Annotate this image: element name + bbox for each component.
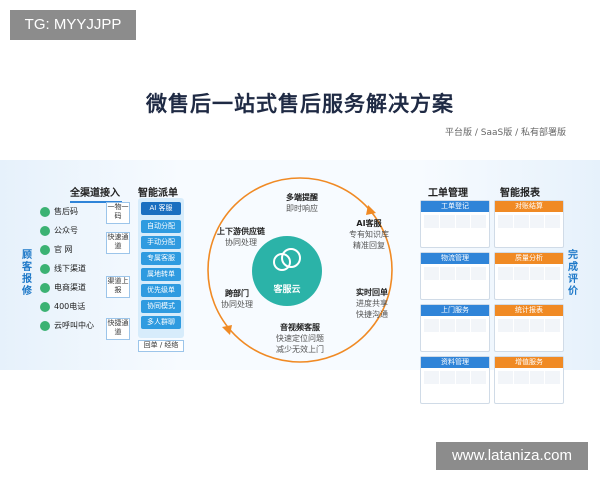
channel-item: 售后码 <box>40 206 110 218</box>
cart-icon <box>40 282 50 293</box>
card-onsite: 上门服务 <box>420 304 490 352</box>
dispatch-footer: 回单 / 经络 <box>138 340 184 352</box>
dispatch-item: 自动分配 <box>141 220 181 233</box>
route-box: 快速通道 <box>106 232 130 254</box>
center-label: 客服云 <box>273 285 301 295</box>
watermark-top-left: TG: MYYJJPP <box>10 10 136 40</box>
channel-item: 400电话 <box>40 301 110 313</box>
web-icon <box>40 244 50 255</box>
store-icon <box>40 263 50 274</box>
dispatch-item: 手动分配 <box>141 236 181 249</box>
ring-node: 上下游供应链 协同处理 <box>217 227 265 247</box>
ring-node: 跨部门 协同处理 <box>221 289 253 309</box>
cloud-icon <box>273 248 301 271</box>
right-vertical-label: 完成评价 <box>568 250 578 297</box>
service-ring <box>207 177 393 363</box>
page-title: 微售后一站式售后服务解决方案 <box>146 92 454 116</box>
card-workorder-register: 工单登记 <box>420 200 490 248</box>
route-box: 快捷通道 <box>106 318 130 340</box>
dispatch-item: 优先级单 <box>141 284 181 297</box>
card-quality: 质量分析 <box>494 252 564 300</box>
dispatch-item: 属地转单 <box>141 268 181 281</box>
card-logistics: 物流管理 <box>420 252 490 300</box>
heading-reports: 智能报表 <box>500 184 550 203</box>
card-value-added: 增值服务 <box>494 356 564 404</box>
ring-node: AI客服 专有知识库 精准回复 <box>349 219 389 250</box>
center-circle <box>252 236 322 306</box>
ring-node: 多端提醒 即时响应 <box>286 193 318 213</box>
card-docs: 资料管理 <box>420 356 490 404</box>
phone-icon <box>40 301 50 312</box>
watermark-bottom-right: www.lataniza.com <box>436 442 588 470</box>
channel-list: 售后码 公众号 官 网 线下渠道 电商渠道 400电话 云呼叫中心 <box>40 206 110 332</box>
ring-circle <box>207 177 393 363</box>
dispatch-item: 协同模式 <box>141 300 181 313</box>
channel-item: 官 网 <box>40 244 110 256</box>
page-subtitle: 平台版 / SaaS版 / 私有部署版 <box>445 128 566 138</box>
ring-node: 实时回单 进度共享 快捷沟通 <box>356 288 388 319</box>
wechat-icon <box>40 225 50 236</box>
dispatch-head: AI 客服 <box>141 202 181 215</box>
arrow-icon <box>366 205 376 215</box>
heading-dispatch: 智能派单 <box>138 184 184 203</box>
dispatch-item: 专属客服 <box>141 252 181 265</box>
arrow-icon <box>222 325 232 335</box>
channel-item: 电商渠道 <box>40 282 110 294</box>
route-box: 渠道上报 <box>106 276 130 298</box>
heading-workorder: 工单管理 <box>428 184 478 203</box>
card-settlement: 对账结算 <box>494 200 564 248</box>
channel-item: 线下渠道 <box>40 263 110 275</box>
channel-item: 公众号 <box>40 225 110 237</box>
card-stats: 统计报表 <box>494 304 564 352</box>
qr-icon <box>40 206 50 217</box>
ring-node: 音视频客服 快速定位问题 减少无效上门 <box>276 323 324 354</box>
heading-channels: 全渠道接入 <box>70 184 122 203</box>
dispatch-column: AI 客服 自动分配 手动分配 专属客服 属地转单 优先级单 协同模式 多人群聊 <box>138 198 184 338</box>
left-vertical-label: 顾客报修 <box>22 250 32 297</box>
card-grid: 工单登记 对账结算 物流管理 质量分析 上门服务 统计报表 资料管理 增值服务 <box>420 200 564 404</box>
dispatch-item: 多人群聊 <box>141 316 181 329</box>
channel-item: 云呼叫中心 <box>40 320 110 332</box>
headset-icon <box>40 320 50 331</box>
route-box: 一物一码 <box>106 202 130 224</box>
